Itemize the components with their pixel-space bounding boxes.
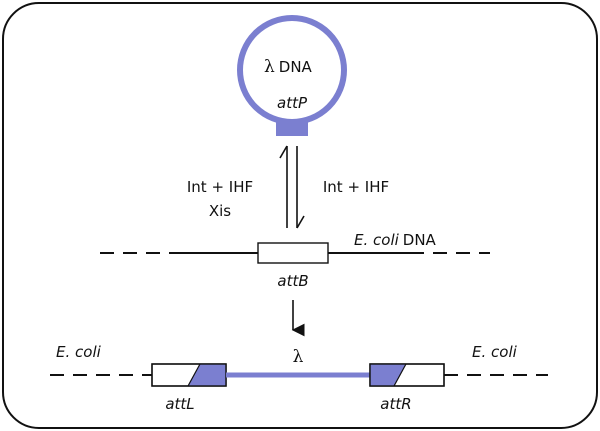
left-ecoli-label: E. coli bbox=[56, 343, 102, 361]
attp-label: attP bbox=[277, 94, 308, 112]
right-ecoli-label: E. coli bbox=[472, 343, 518, 361]
attb-label: attB bbox=[277, 272, 308, 290]
prophage-lambda-symbol: λ bbox=[293, 347, 304, 367]
excision-factors-line2: Xis bbox=[209, 202, 231, 220]
attp-site-block bbox=[276, 120, 308, 136]
excision-arrow-barb bbox=[279, 145, 288, 159]
excision-factors-line1: Int + IHF bbox=[187, 178, 253, 196]
lambda-dna-word: DNA bbox=[279, 58, 313, 76]
attb-site-box bbox=[257, 242, 329, 264]
integration-factors: Int + IHF bbox=[323, 178, 389, 196]
ecoli-italic: E. coli bbox=[354, 231, 400, 249]
integration-arrow-barb bbox=[296, 215, 305, 229]
attr-label: attR bbox=[380, 395, 411, 413]
lambda-symbol: λ bbox=[264, 57, 275, 77]
attl-label: attL bbox=[165, 395, 194, 413]
attr-crossover-line bbox=[393, 363, 407, 387]
ecoli-dna-word: DNA bbox=[403, 231, 437, 249]
attl-crossover-line bbox=[187, 363, 201, 387]
